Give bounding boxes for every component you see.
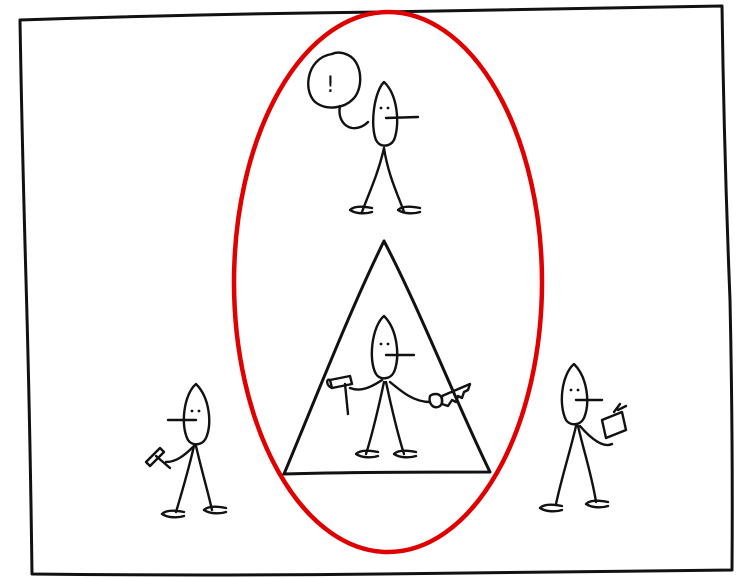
figure-head [184,384,209,444]
notepad-icon [602,404,626,438]
figure-head [373,82,397,146]
figure-head [372,316,397,378]
center-figure [327,316,470,457]
right-figure [540,364,626,511]
frame-border [20,6,732,575]
speech-bubble-text: ! [326,73,335,98]
figure-head [562,364,587,424]
speech-bubble-tail [340,106,369,128]
hammer-icon [146,448,170,468]
saw-icon [430,384,470,407]
hammer-icon [327,376,352,414]
left-figure [146,384,226,517]
triangle [284,241,490,474]
speaking-figure: ! [308,53,420,214]
